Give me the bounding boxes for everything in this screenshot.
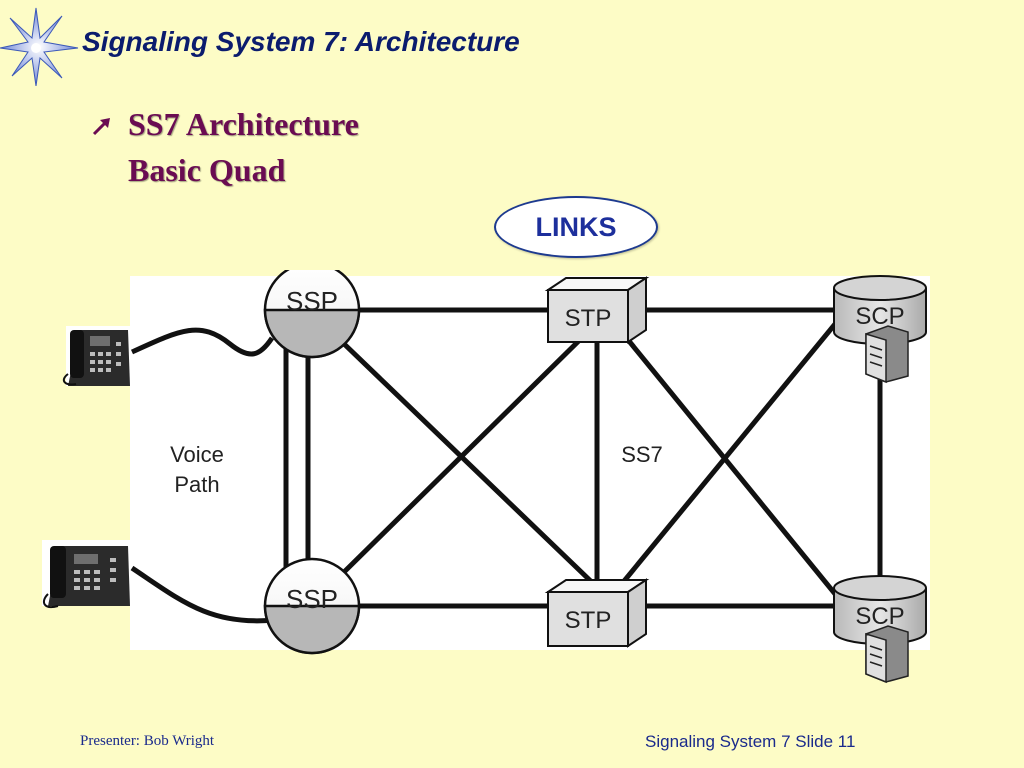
telephone-icon: [42, 540, 130, 608]
voice-path-label-line2: Path: [174, 472, 219, 497]
stp-top-label: STP: [565, 305, 612, 332]
bullet-arrow-icon: [92, 118, 110, 136]
diagram-panel: [130, 276, 930, 650]
stp-top-node: STP: [544, 276, 650, 344]
stp-bottom-node: STP: [544, 578, 650, 648]
stp-bottom-label: STP: [565, 607, 612, 634]
scp-top-label: SCP: [855, 303, 904, 330]
ssp-bottom-label: SSP: [286, 584, 338, 614]
links-label: LINKS: [535, 211, 617, 242]
bullet-subheading: Basic Quad: [128, 152, 286, 188]
bullet-heading: SS7 Architecture: [128, 106, 359, 142]
telephone-icon: [62, 326, 130, 386]
server-icon: [865, 325, 909, 384]
ssp-top-label: SSP: [286, 286, 338, 316]
slide-title: Signaling System 7: Architecture: [82, 26, 520, 57]
ss7-quad-diagram: SSP SSP STP STP SCP SCP: [42, 270, 930, 684]
ssp-top-node: SSP: [263, 270, 361, 359]
presenter-footer: Presenter: Bob Wright: [80, 733, 215, 749]
voice-path-label-line1: Voice: [170, 442, 224, 467]
ssp-bottom-node: SSP: [263, 557, 361, 655]
slide-number-footer: Signaling System 7 Slide 11: [645, 732, 856, 751]
links-button[interactable]: LINKS: [494, 196, 658, 258]
scp-bottom-label: SCP: [855, 603, 904, 630]
server-icon: [865, 625, 909, 684]
star-logo-icon: [0, 7, 79, 86]
ss7-center-label: SS7: [621, 442, 663, 467]
